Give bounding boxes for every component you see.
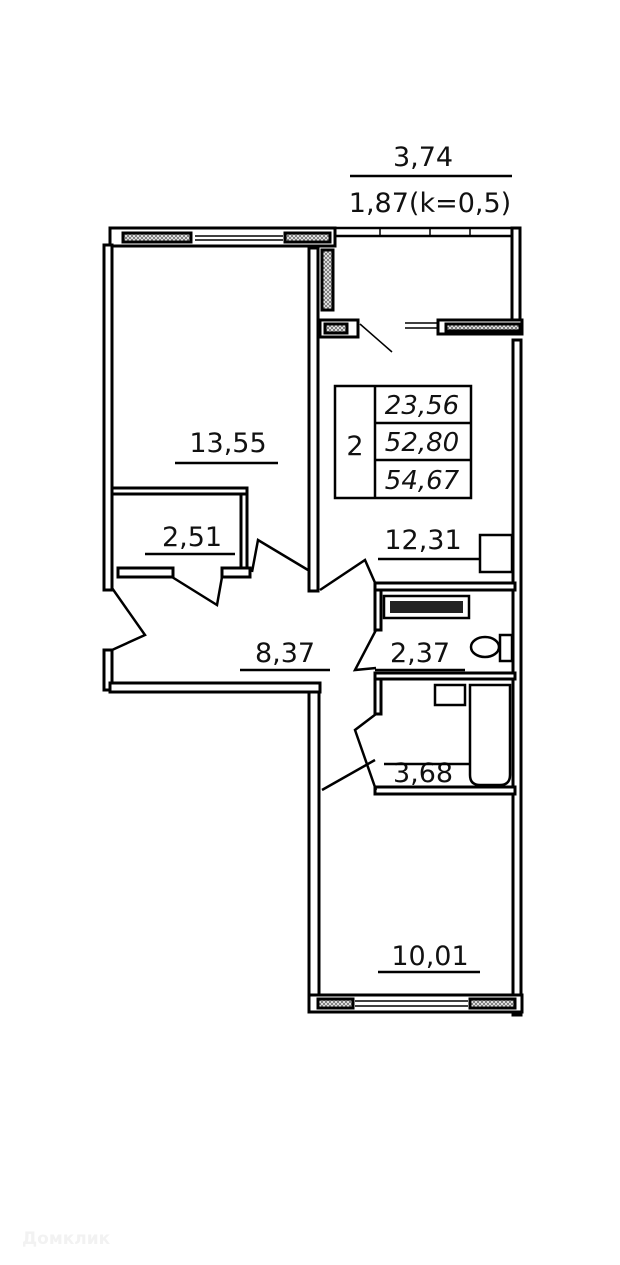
hallway-area: 8,37 bbox=[255, 638, 315, 669]
fixtures bbox=[382, 533, 514, 787]
room-count: 2 bbox=[346, 431, 363, 462]
walls bbox=[102, 226, 524, 1017]
room-small-area: 10,01 bbox=[391, 941, 468, 972]
total-area: 52,80 bbox=[385, 428, 459, 458]
room-large-area: 13,55 bbox=[189, 428, 266, 459]
living-area: 23,56 bbox=[385, 391, 459, 421]
toilet-area: 2,37 bbox=[390, 638, 450, 669]
watermark-logo: Домклик bbox=[22, 1229, 111, 1249]
bath-sink-icon bbox=[433, 683, 467, 707]
room-labels: 13,55 2,51 12,31 8,37 2,37 3,68 10,01 bbox=[145, 428, 480, 974]
toilet-tank-icon bbox=[498, 633, 514, 663]
stove-burners-icon bbox=[390, 601, 463, 613]
stove-icon bbox=[382, 594, 471, 620]
total-area-with-balcony: 54,67 bbox=[385, 466, 460, 496]
bathtub-icon bbox=[468, 683, 512, 787]
closet-area: 2,51 bbox=[162, 522, 222, 553]
kitchen-area: 12,31 bbox=[384, 525, 461, 556]
balcony-dimension: 3,74 1,87(k=0,5) bbox=[349, 142, 512, 219]
bathroom-area: 3,68 bbox=[393, 758, 453, 789]
dimension-top: 3,74 bbox=[393, 142, 453, 173]
apartment-summary: 2 23,56 52,80 54,67 bbox=[333, 384, 473, 500]
toilet-icon bbox=[469, 635, 501, 659]
dimension-bottom: 1,87(k=0,5) bbox=[349, 188, 511, 219]
kitchen-sink-icon bbox=[478, 533, 514, 574]
